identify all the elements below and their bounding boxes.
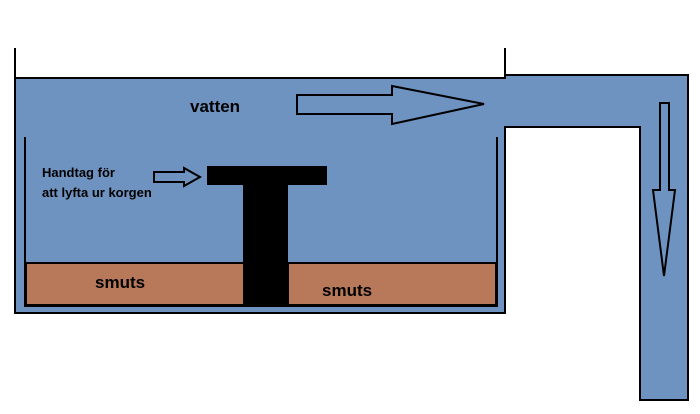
pointer-arrow <box>153 166 203 188</box>
flow-arrow-down <box>651 102 677 277</box>
dirt-label-right: smuts <box>322 281 372 300</box>
dirt-label-left: smuts <box>95 273 145 292</box>
dirt-layer-right <box>287 262 497 306</box>
water-body <box>14 74 689 401</box>
handle-top-bar <box>207 166 327 185</box>
flow-arrow-right <box>296 84 485 126</box>
water-label: vatten <box>190 97 240 116</box>
handle-label-line2: att lyfta ur korgen <box>42 185 152 200</box>
handle-label-line1: Handtag för <box>42 165 115 180</box>
dirt-layer-left <box>25 262 247 306</box>
handle-stem <box>243 185 288 306</box>
